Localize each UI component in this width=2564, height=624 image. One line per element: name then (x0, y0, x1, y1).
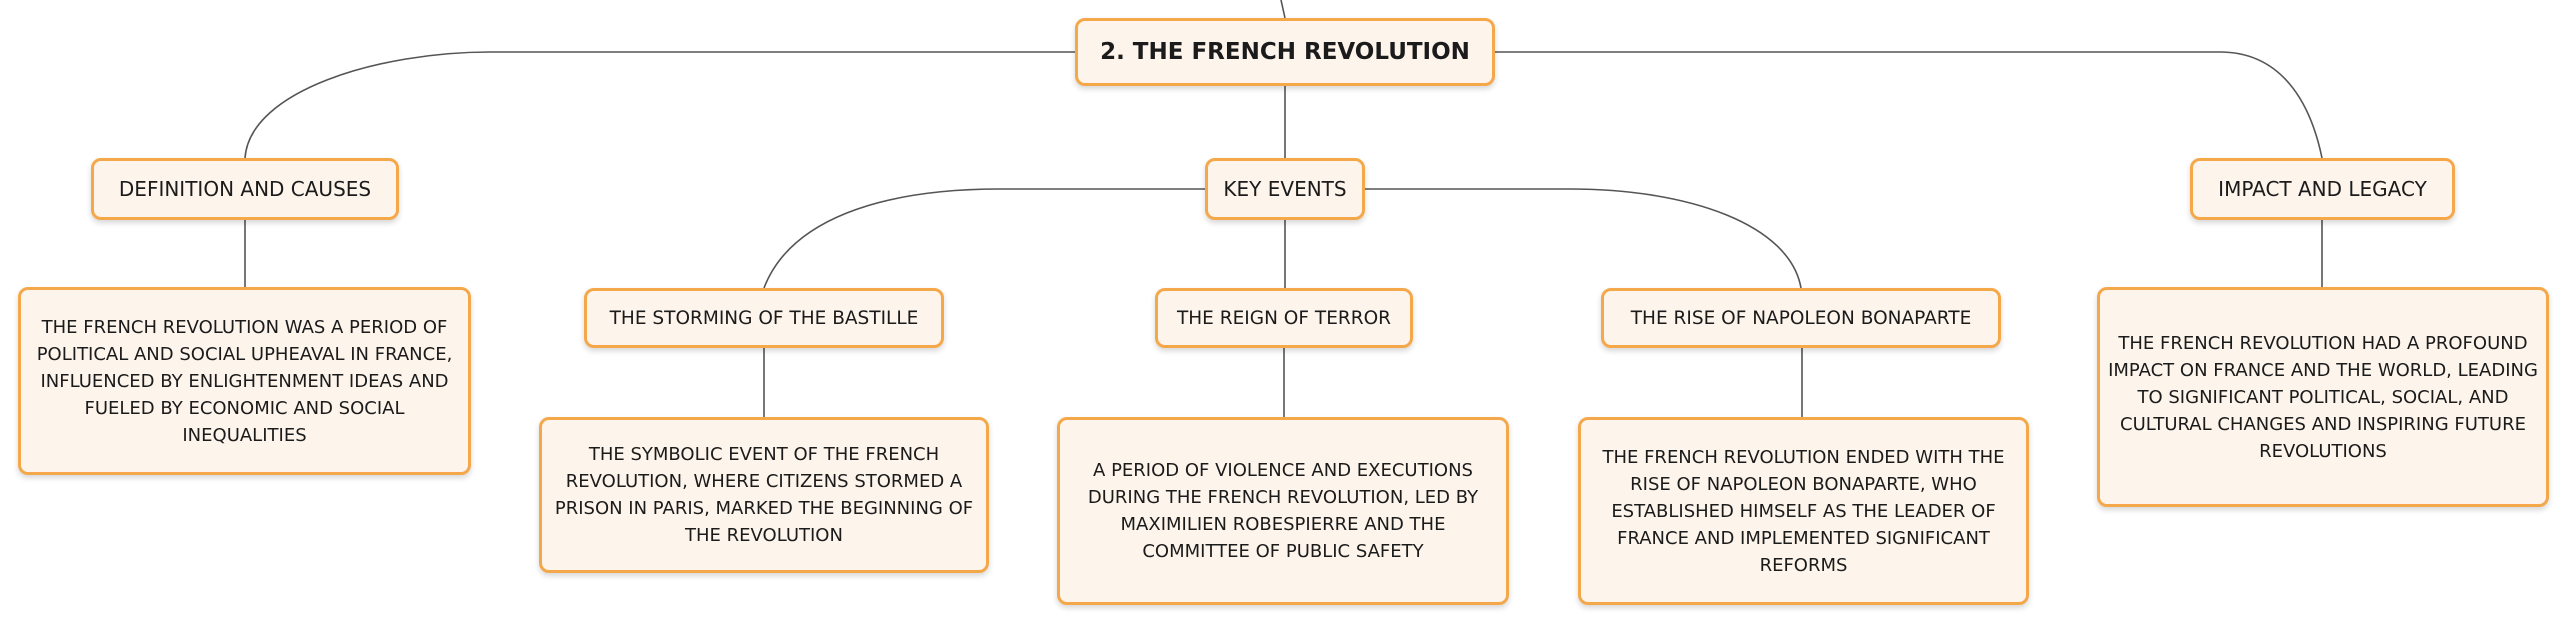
category-definition-and-causes[interactable]: DEFINITION AND CAUSES (91, 158, 399, 220)
connector-key-events-to-bastille (763, 188, 1205, 289)
root-title: 2. THE FRENCH REVOLUTION (1100, 39, 1470, 65)
bastille-description-node[interactable]: THE SYMBOLIC EVENT OF THE FRENCH REVOLUT… (539, 417, 989, 573)
category-key-events[interactable]: KEY EVENTS (1205, 158, 1365, 220)
event-label: THE REIGN OF TERROR (1176, 307, 1392, 329)
event-label: THE RISE OF NAPOLEON BONAPARTE (1630, 307, 1972, 329)
event-reign-of-terror[interactable]: THE REIGN OF TERROR (1155, 288, 1413, 348)
connector-key-events-to-napoleon (1365, 188, 1802, 289)
description-text: THE FRENCH REVOLUTION ENDED WITH THE RIS… (1602, 446, 2005, 576)
connector-top-stub (1280, 0, 1286, 19)
category-label: IMPACT AND LEGACY (2218, 177, 2427, 201)
event-rise-of-napoleon[interactable]: THE RISE OF NAPOLEON BONAPARTE (1601, 288, 2001, 348)
terror-description-node[interactable]: A PERIOD OF VIOLENCE AND EXECUTIONS DURI… (1057, 417, 1509, 605)
definition-description-node[interactable]: THE FRENCH REVOLUTION WAS A PERIOD OF PO… (18, 287, 471, 475)
connector-root-to-definition (244, 51, 1075, 159)
description-text: A PERIOD OF VIOLENCE AND EXECUTIONS DURI… (1087, 460, 1479, 562)
event-storming-of-the-bastille[interactable]: THE STORMING OF THE BASTILLE (584, 288, 944, 348)
root-node[interactable]: 2. THE FRENCH REVOLUTION (1075, 18, 1495, 86)
description-text: THE FRENCH REVOLUTION HAD A PROFOUND IMP… (2108, 332, 2538, 462)
description-text: THE SYMBOLIC EVENT OF THE FRENCH REVOLUT… (554, 444, 974, 546)
connector-root-to-impact (1495, 51, 2323, 159)
event-label: THE STORMING OF THE BASTILLE (609, 307, 919, 329)
category-impact-and-legacy[interactable]: IMPACT AND LEGACY (2190, 158, 2455, 220)
impact-description-node[interactable]: THE FRENCH REVOLUTION HAD A PROFOUND IMP… (2097, 287, 2549, 507)
category-label: DEFINITION AND CAUSES (118, 177, 372, 201)
napoleon-description-node[interactable]: THE FRENCH REVOLUTION ENDED WITH THE RIS… (1578, 417, 2029, 605)
category-label: KEY EVENTS (1223, 177, 1347, 201)
description-text: THE FRENCH REVOLUTION WAS A PERIOD OF PO… (36, 316, 453, 446)
